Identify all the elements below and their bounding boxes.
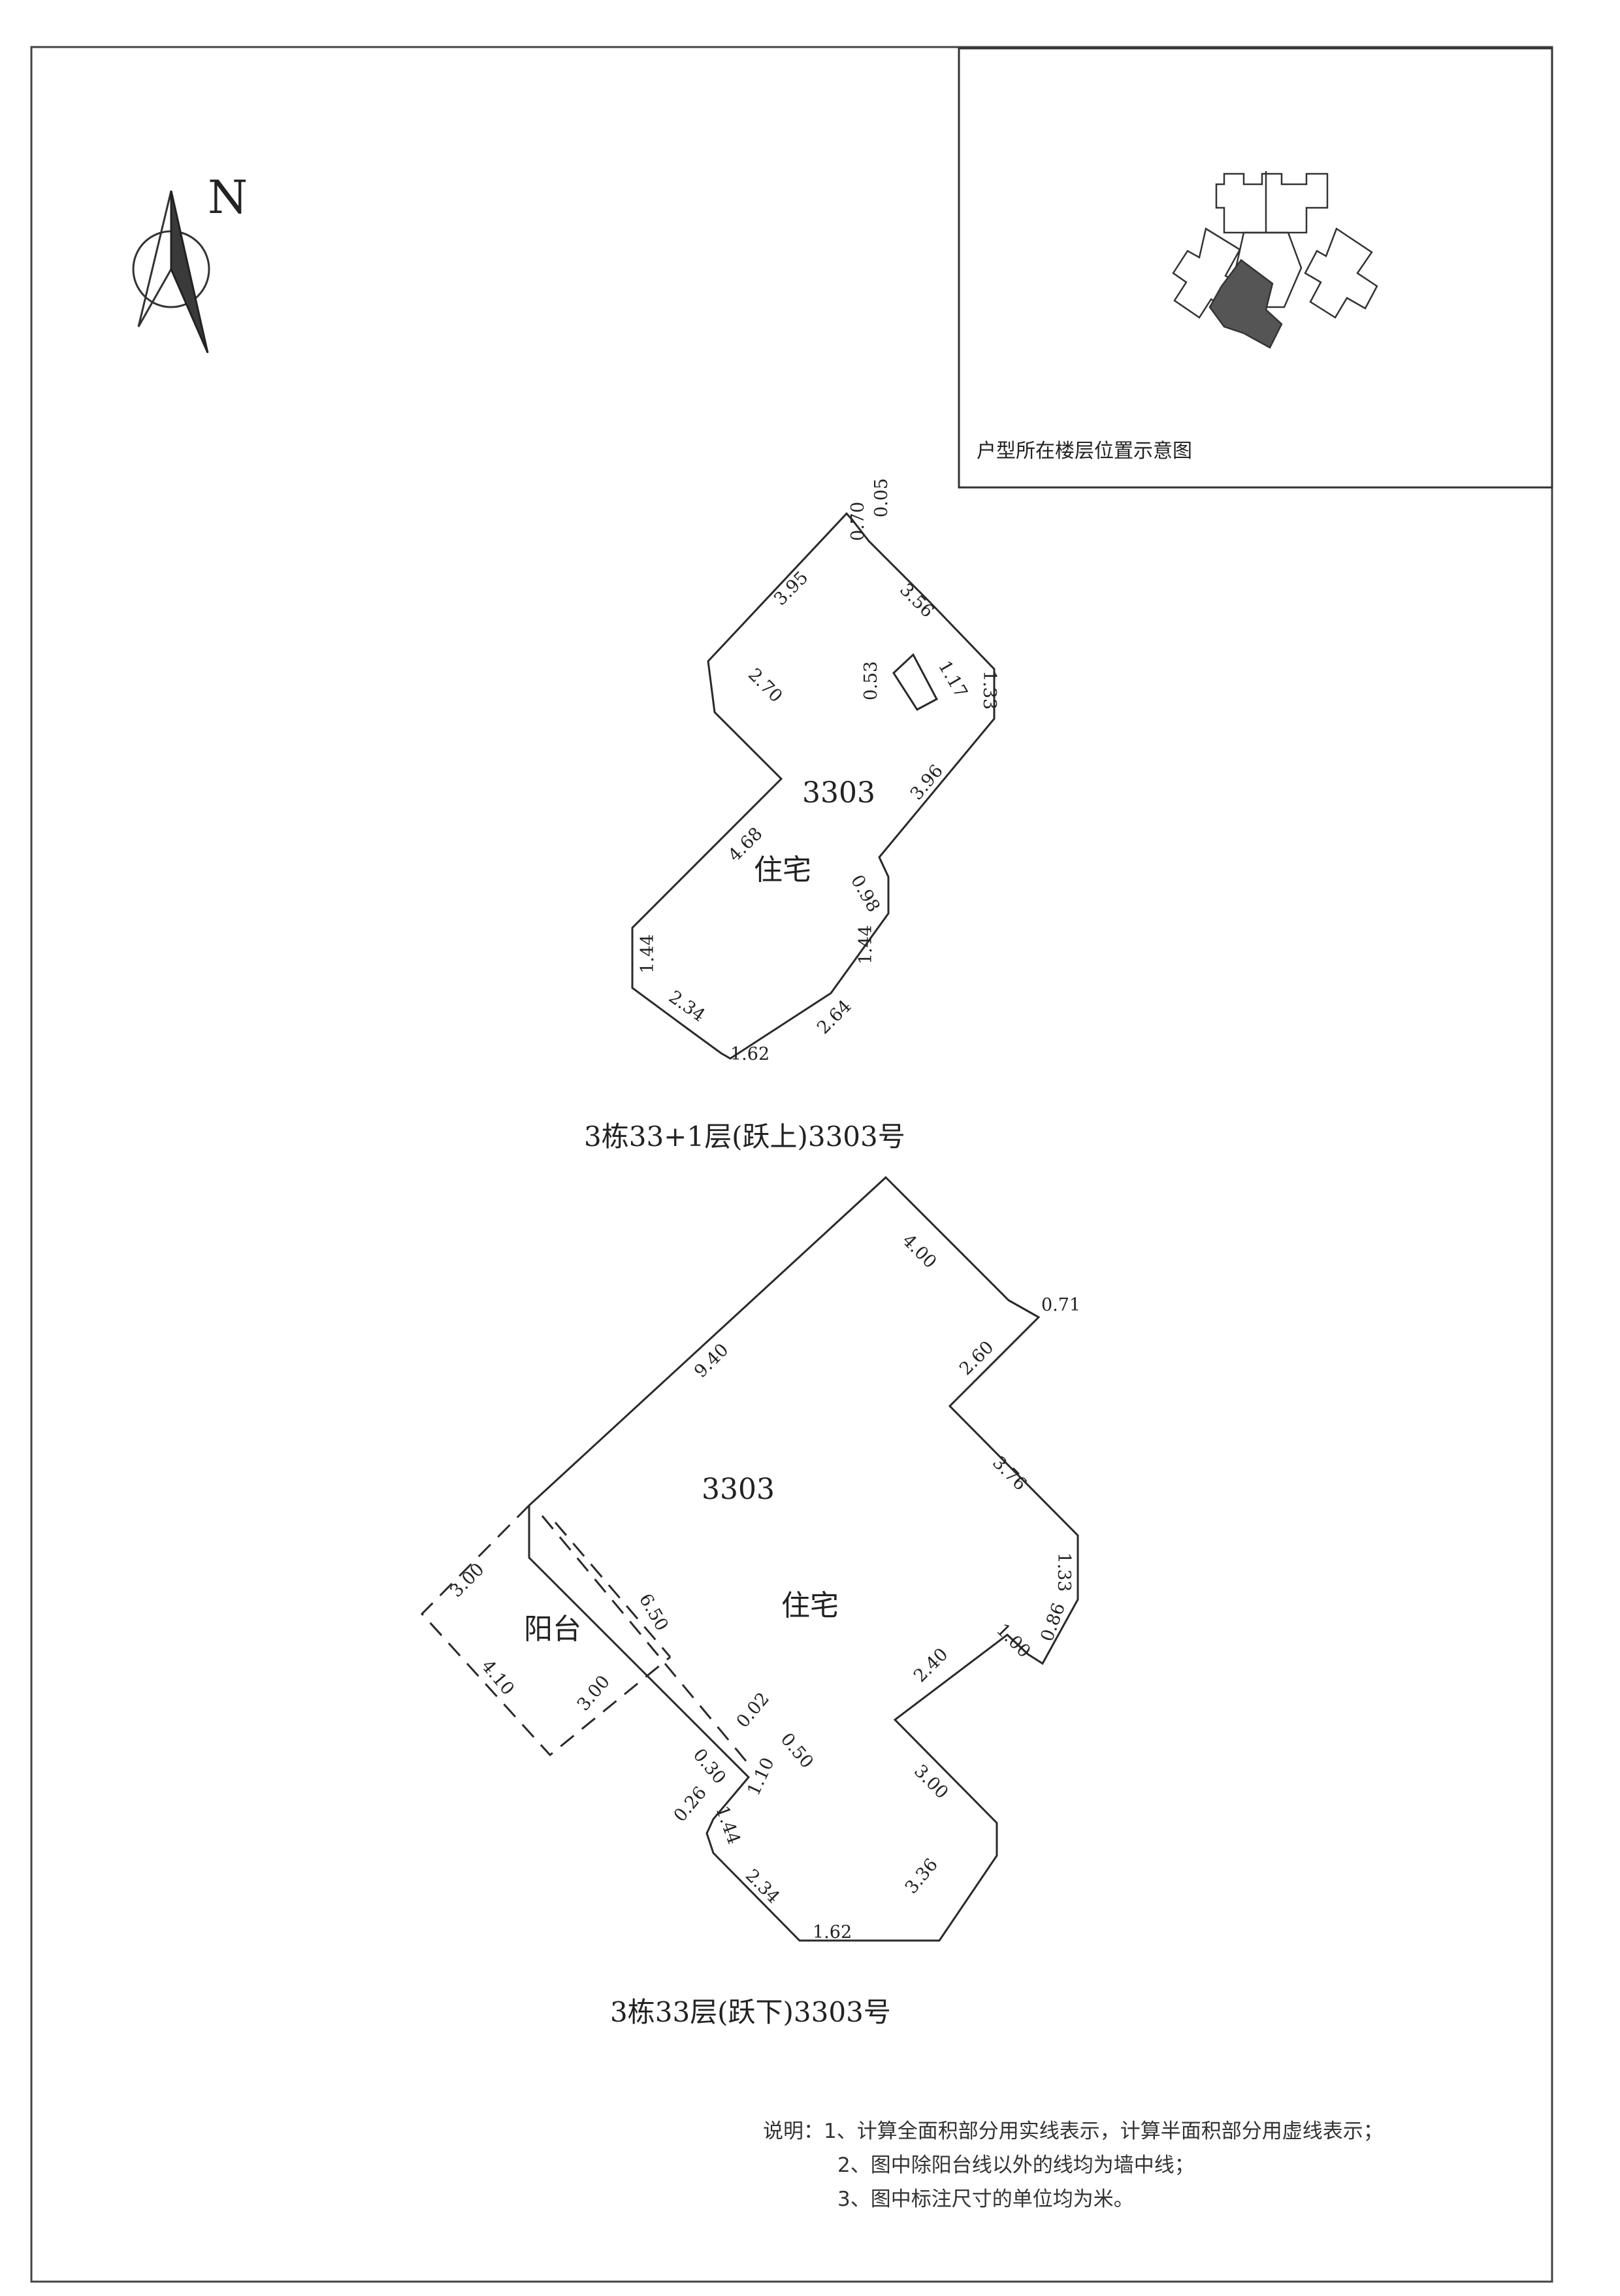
- upper-dim: 1.44: [638, 934, 658, 974]
- lower-dim: 2.34: [741, 1865, 783, 1907]
- lower-dim: 0.71: [1041, 1295, 1080, 1315]
- upper-unit-number: 3303: [802, 776, 875, 810]
- upper-plan-caption: 3栋33+1层(跃上)3303号: [584, 1121, 905, 1153]
- upper-dim: 1.62: [730, 1044, 770, 1064]
- key-tower-east: [1304, 227, 1378, 319]
- upper-dim: 3.56: [896, 580, 937, 621]
- north-arrow: N: [132, 171, 248, 353]
- balcony-inner-line: [554, 1522, 672, 1658]
- upper-dim: 2.64: [813, 996, 855, 1038]
- lower-plan-outline: [528, 1175, 1079, 1942]
- note-line-1: 说明：1、计算全面积部分用实线表示，计算半面积部分用虚线表示；: [763, 2120, 1384, 2143]
- lower-plan-caption: 3栋33层(跃下)3303号: [610, 1996, 891, 2028]
- upper-dim: 0.98: [847, 872, 884, 916]
- inset-frame: [958, 47, 1553, 489]
- key-tower-west: [1172, 227, 1246, 319]
- upper-dim: 0.53: [861, 661, 881, 700]
- upper-plan-void: [892, 653, 939, 711]
- lower-dim: 0.26: [670, 1783, 711, 1826]
- upper-floor-plan: 3303 住宅 0.05 0.70 3.56 3.95 2.70 0.53 1.…: [584, 478, 999, 1153]
- inset-caption: 户型所在楼层位置示意图: [977, 440, 1192, 463]
- lower-dim: 4.10: [478, 1656, 518, 1699]
- key-tower-north: [1215, 172, 1329, 234]
- note-line-3: 3、图中标注尺寸的单位均为米。: [837, 2188, 1134, 2211]
- lower-dim: 2.60: [956, 1337, 997, 1379]
- lower-dim: 1.44: [711, 1803, 744, 1847]
- upper-dim: 2.70: [744, 664, 786, 706]
- lower-dim: 4.00: [898, 1230, 940, 1272]
- upper-dim: 0.70: [848, 502, 868, 541]
- upper-unit-use: 住宅: [754, 853, 811, 887]
- balcony-outline: [420, 1504, 671, 1757]
- upper-dim: 0.05: [871, 478, 892, 517]
- lower-dim: 6.50: [635, 1590, 672, 1635]
- upper-dim: 3.95: [770, 568, 812, 610]
- compass-label: N: [208, 171, 248, 224]
- lower-unit-number: 3303: [702, 1473, 775, 1506]
- upper-dim: 2.34: [665, 987, 709, 1026]
- lower-unit-use: 住宅: [781, 1589, 839, 1622]
- notes: 说明：1、计算全面积部分用实线表示，计算半面积部分用虚线表示； 2、图中除阳台线…: [763, 2120, 1384, 2211]
- north-arrow-shade-icon: [170, 190, 209, 353]
- balcony-label: 阳台: [524, 1613, 581, 1646]
- balcony: [420, 1504, 750, 1765]
- lower-dim: 1.62: [813, 1922, 852, 1943]
- lower-dim: 3.00: [446, 1560, 488, 1601]
- upper-dim: 1.33: [979, 670, 999, 710]
- lower-dim: 0.02: [733, 1689, 773, 1732]
- page-border: [30, 46, 1553, 2283]
- lower-dim: 3.36: [901, 1855, 942, 1898]
- upper-dim: 1.17: [934, 657, 971, 702]
- lower-floor-plan: 3303 住宅 阳台 4.00 0.71 9.40 2.60 3.76 1.33…: [420, 1175, 1080, 2028]
- upper-plan-outline: [631, 512, 996, 1060]
- lower-dim: 3.00: [910, 1761, 952, 1803]
- key-unit-highlight: [1208, 259, 1283, 349]
- lower-dim: 3.76: [988, 1452, 1030, 1494]
- lower-dim: 0.50: [777, 1730, 817, 1773]
- lower-plan-wall-segment: [1008, 1299, 1039, 1319]
- upper-dim: 1.44: [856, 925, 876, 964]
- lower-dim: 2.40: [910, 1645, 952, 1686]
- lower-dim: 1.33: [1054, 1552, 1074, 1592]
- lower-dim: 9.40: [690, 1340, 732, 1382]
- note-line-2: 2、图中除阳台线以外的线均为墙中线；: [837, 2154, 1195, 2177]
- inset-building-key: [1172, 171, 1378, 349]
